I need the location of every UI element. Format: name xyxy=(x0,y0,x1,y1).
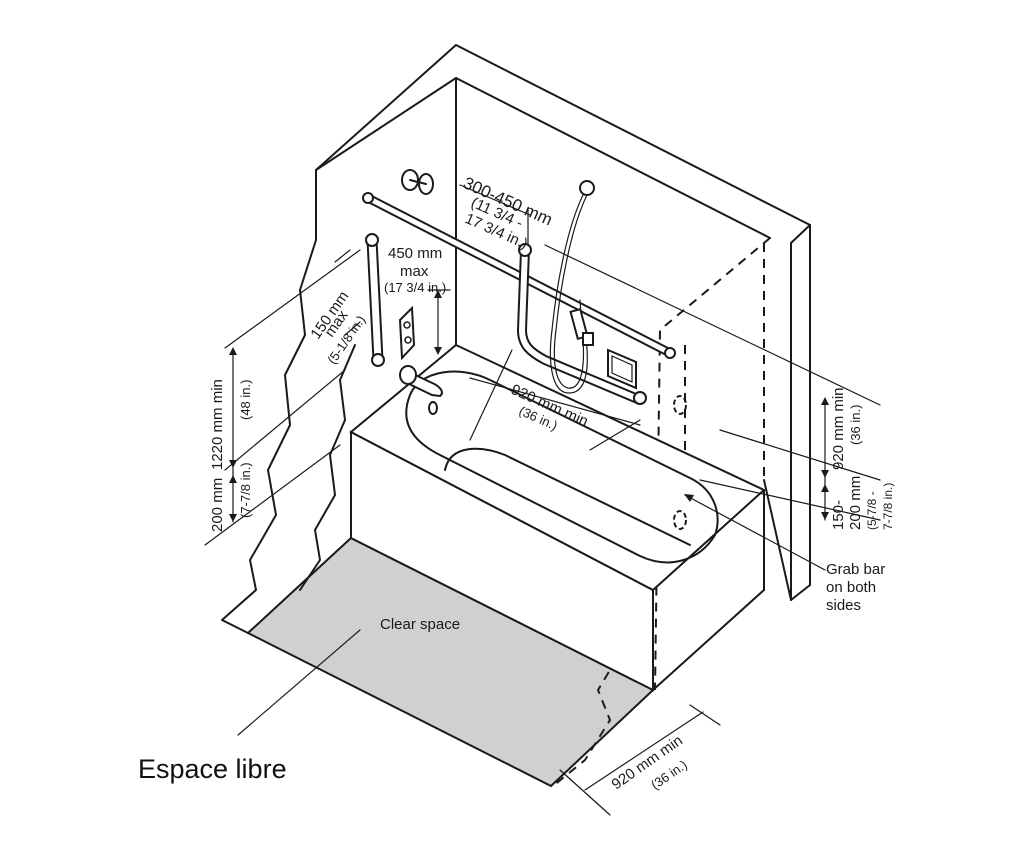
wall-corner-right xyxy=(763,479,792,601)
side-grab-bar-top xyxy=(673,395,687,415)
back-bar-len-mm-label: 920 mm min xyxy=(830,387,847,470)
vert-bar-max-in-label: (17 3/4 in.) xyxy=(384,280,446,295)
faucet-icon xyxy=(399,365,443,415)
height-200-in-label: (7-7/8 in.) xyxy=(238,462,253,518)
clear-space-label: Clear space xyxy=(380,616,460,633)
hand-shower-icon xyxy=(549,180,595,394)
left-wall-broken-edge xyxy=(221,169,317,634)
height-200-mm-label: 200 mm xyxy=(209,478,226,532)
tub-right-bottom xyxy=(652,589,765,691)
side-range-in-2-label: 7-7/8 in.) xyxy=(881,483,895,530)
back-bar-len-in-label: (36 in.) xyxy=(848,405,863,445)
height-1220-mm-label: 1220 mm min xyxy=(209,379,226,470)
height-1220-in-label: (48 in.) xyxy=(238,380,253,420)
shower-head-icon xyxy=(401,169,434,195)
side-range-mm-2-label: 200 mm xyxy=(847,476,864,530)
tub-basin-inner xyxy=(444,447,691,546)
vert-bar-max-word-label: max xyxy=(400,263,429,280)
tub-basin-outer xyxy=(405,370,719,564)
grab-bar-label-2: on both xyxy=(826,579,876,596)
back-wall-left-edge xyxy=(315,77,457,171)
back-wall-outline xyxy=(315,44,811,244)
side-grab-bar-bottom xyxy=(673,510,687,530)
left-wall-inner-edge xyxy=(299,344,356,591)
soap-dish-icon xyxy=(398,305,416,361)
control-valve-icon xyxy=(607,348,637,390)
grab-bar-label-3: sides xyxy=(826,597,861,614)
grab-bar-label-1: Grab bar xyxy=(826,561,885,578)
side-range-mm-1-label: 150- xyxy=(830,500,847,530)
back-wall-top-edge xyxy=(455,77,771,239)
espace-libre-label: Espace libre xyxy=(138,754,287,784)
vert-bar-max-mm-label: 450 mm xyxy=(388,245,442,262)
side-range-in-1-label: (5-7/8 - xyxy=(865,491,879,530)
right-wall-bottom xyxy=(790,584,811,601)
